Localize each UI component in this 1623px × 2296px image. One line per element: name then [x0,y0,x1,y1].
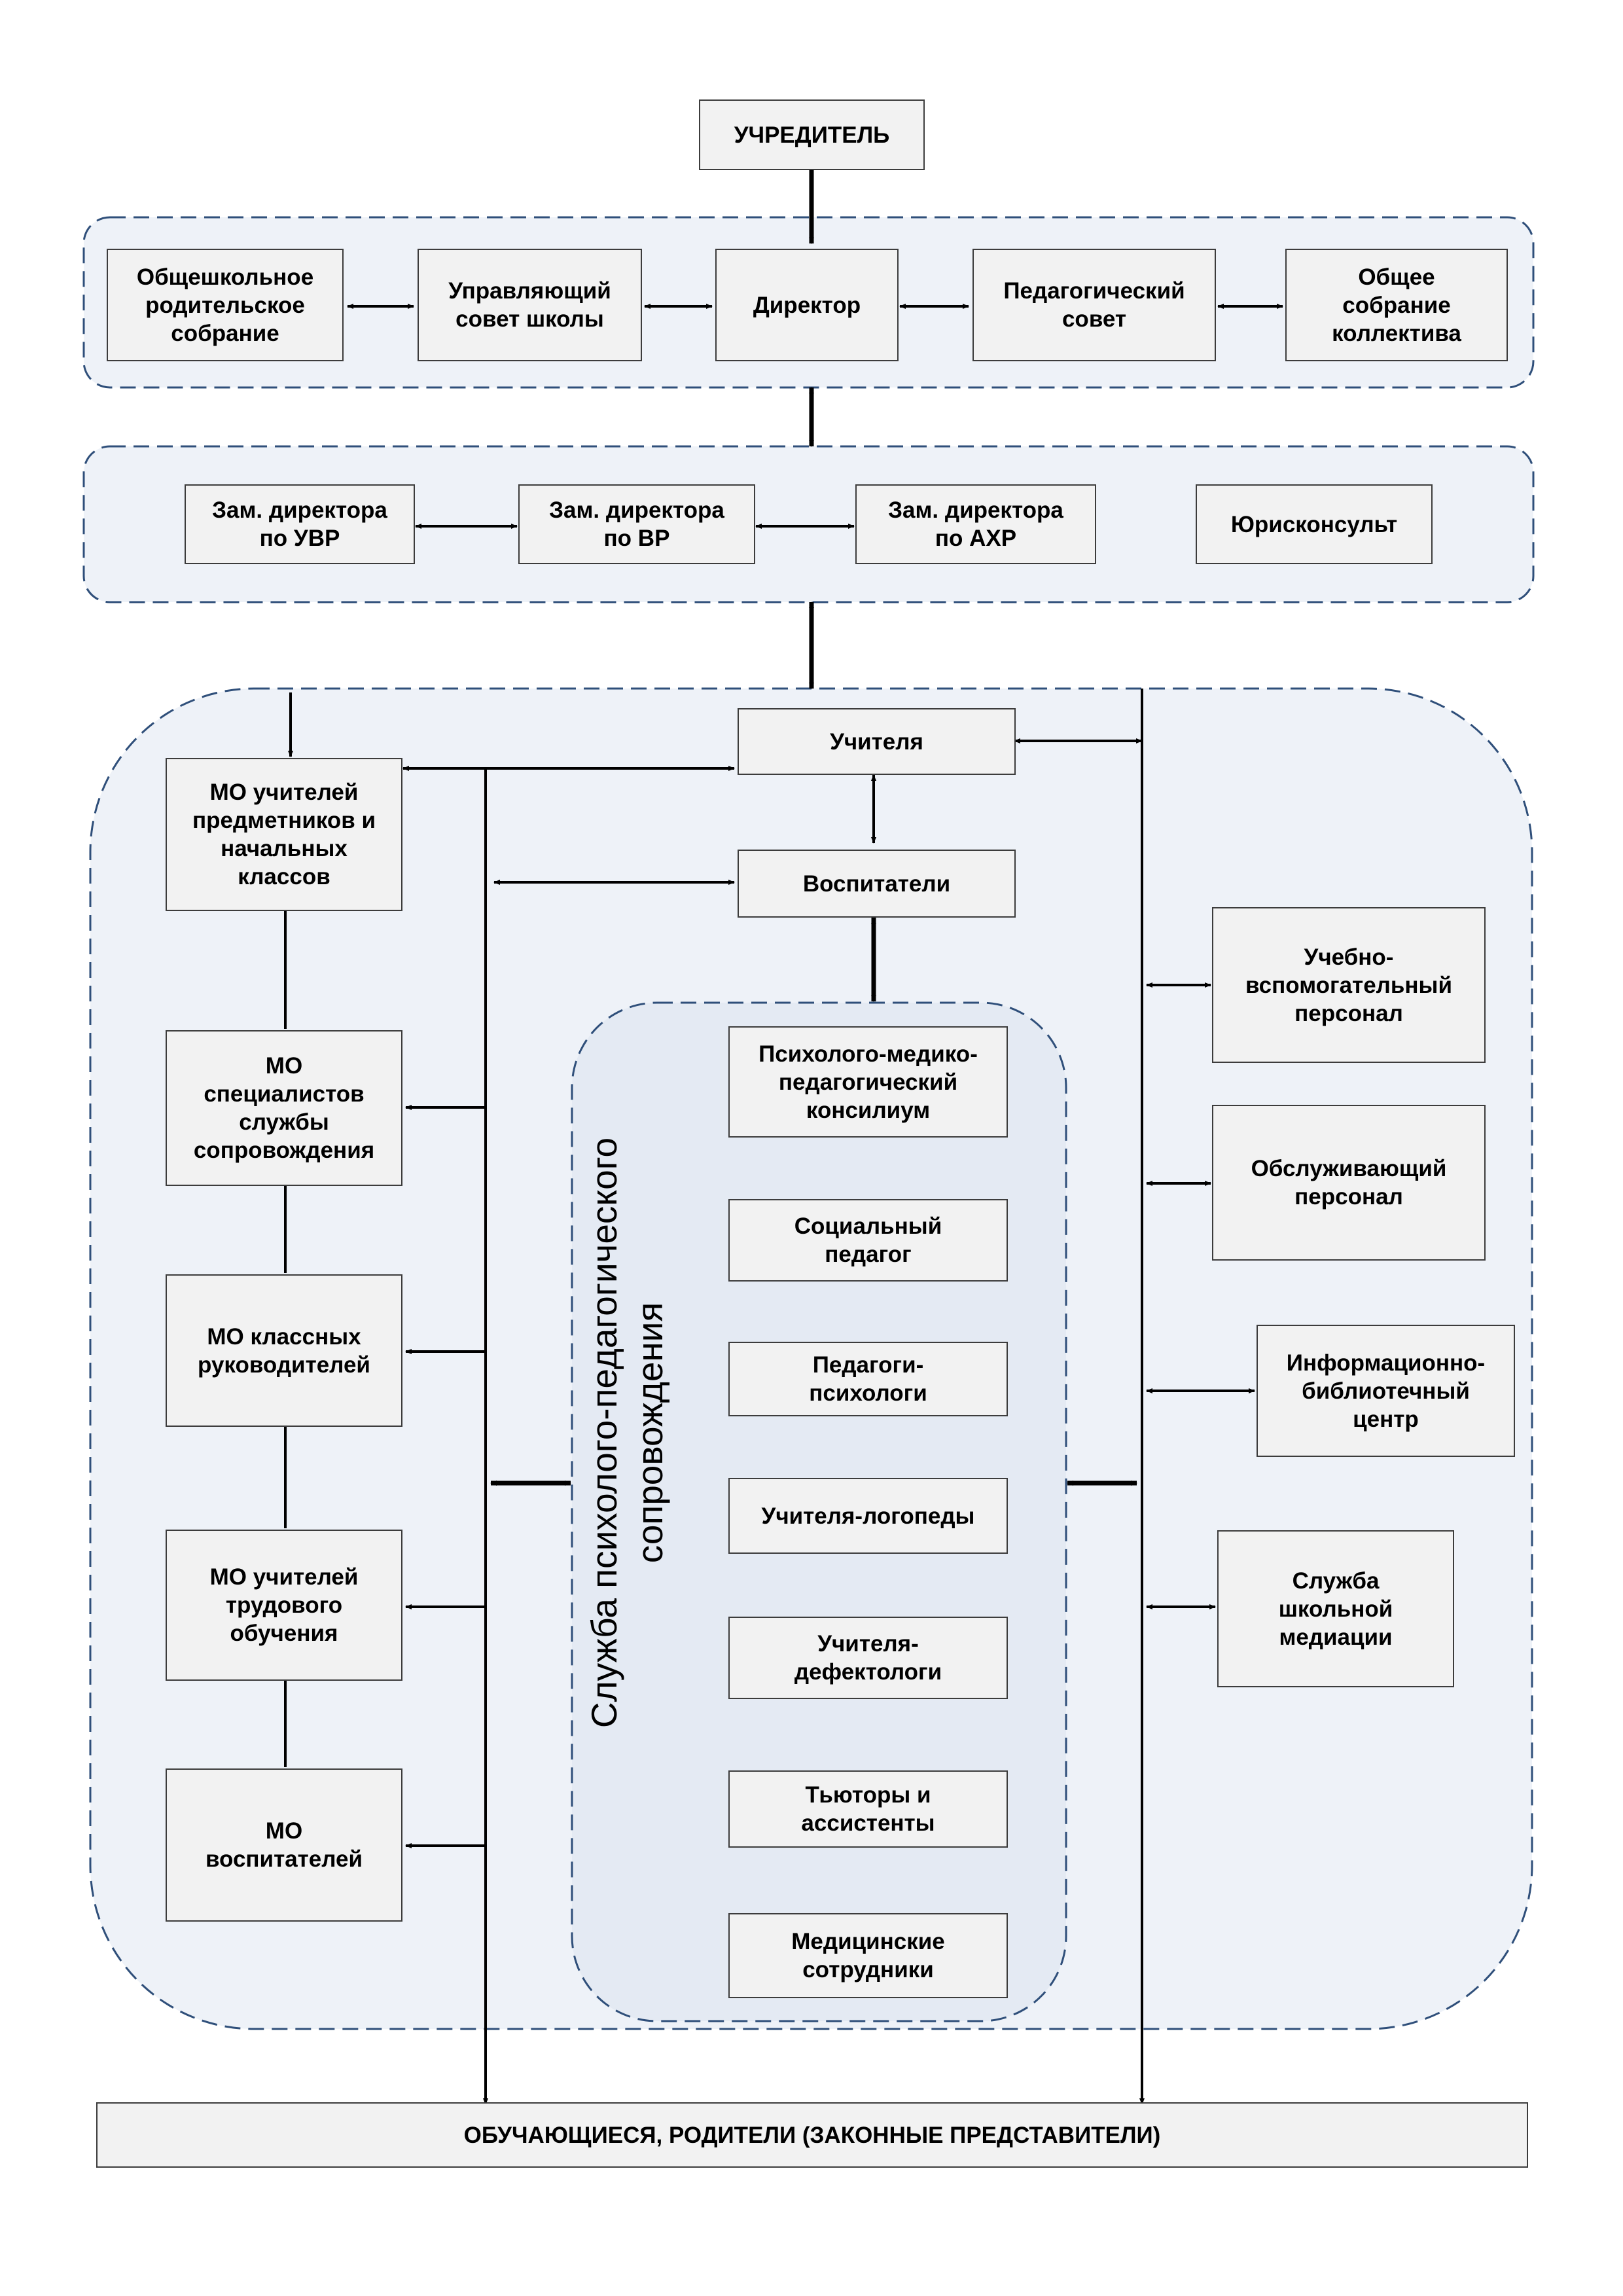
deputy-ahr-box: Зам. директора по АХР [855,484,1096,564]
director-box: Директор [715,249,899,361]
legal-advisor-box: Юрисконсульт [1196,484,1433,564]
parents-meeting-box: Общешкольное родительское собрание [107,249,344,361]
teaching-support-staff-box: Учебно- вспомогательный персонал [1212,907,1486,1063]
support-service-title: Служба психолого-педагогического сопрово… [584,1137,670,1729]
service-staff-box: Обслуживающий персонал [1212,1105,1486,1261]
pmpk-box: Психолого-медико- педагогический консили… [728,1026,1008,1138]
tutors-box: Тьюторы и ассистенты [728,1770,1008,1848]
mo-subject-teachers-box: МО учителей предметников и начальных кла… [166,758,402,911]
mo-labor-teachers-box: МО учителей трудового обучения [166,1530,402,1681]
deputy-uvr-box: Зам. директора по УВР [185,484,415,564]
speech-therapists-box: Учителя-логопеды [728,1478,1008,1554]
psychologists-box: Педагоги- психологи [728,1342,1008,1416]
mo-support-specialists-box: МО специалистов службы сопровождения [166,1030,402,1186]
defectologists-box: Учителя- дефектологи [728,1617,1008,1699]
founder-box: УЧРЕДИТЕЛЬ [699,99,925,170]
educators-box: Воспитатели [738,850,1016,918]
library-center-box: Информационно- библиотечный центр [1257,1325,1515,1457]
mo-educators-box: МО воспитателей [166,1768,402,1922]
medical-staff-box: Медицинские сотрудники [728,1913,1008,1998]
deputy-vr-box: Зам. директора по ВР [518,484,755,564]
staff-meeting-box: Общее собрание коллектива [1285,249,1508,361]
pedagogical-council-box: Педагогический совет [972,249,1216,361]
mediation-service-box: Служба школьной медиации [1217,1530,1454,1687]
mo-class-teachers-box: МО классных руководителей [166,1274,402,1427]
managing-council-box: Управляющий совет школы [418,249,642,361]
social-pedagogue-box: Социальный педагог [728,1199,1008,1282]
teachers-box: Учителя [738,708,1016,775]
students-parents-box: ОБУЧАЮЩИЕСЯ, РОДИТЕЛИ (ЗАКОННЫЕ ПРЕДСТАВ… [96,2102,1528,2168]
